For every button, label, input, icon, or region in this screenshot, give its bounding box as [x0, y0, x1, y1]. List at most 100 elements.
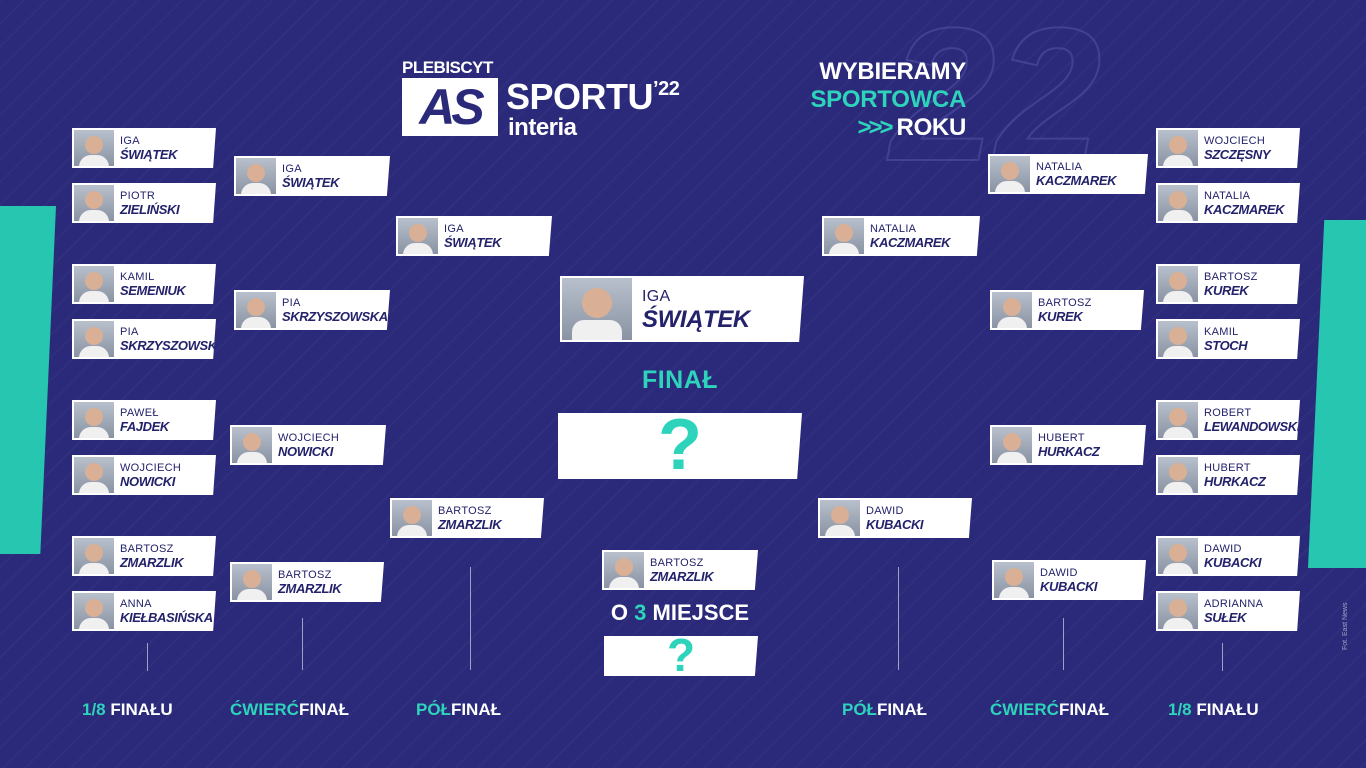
athlete-photo — [74, 321, 114, 357]
round-label-b: FINAŁU — [110, 700, 173, 719]
athlete-photo — [604, 552, 644, 588]
last-name: KUBACKI — [1040, 579, 1098, 594]
last-name: KIEŁBASIŃSKA — [120, 610, 213, 625]
last-name: SKRZYSZOWSKA — [282, 309, 388, 324]
third-label-a: O — [610, 600, 635, 625]
last-name: KUBACKI — [866, 517, 924, 532]
athlete-photo — [1158, 321, 1198, 357]
first-name: IGA — [120, 135, 140, 147]
third-place-label: O 3 MIEJSCE — [580, 600, 780, 626]
last-name: ŚWIĄTEK — [642, 306, 750, 333]
round-label-r16-right: 1/8 FINAŁU — [1168, 700, 1259, 720]
athlete-photo — [232, 564, 272, 600]
round-label-b: FINAŁ — [450, 700, 501, 719]
last-name: ŚWIĄTEK — [120, 147, 178, 162]
first-name: PIOTR — [120, 190, 156, 202]
athlete-photo — [392, 500, 432, 536]
round-label-sf-left: PÓŁFINAŁ — [416, 700, 501, 720]
first-name: IGA — [444, 223, 464, 235]
first-name: DAWID — [1040, 567, 1078, 579]
round-label-qf-left: ĆWIERĆFINAŁ — [230, 700, 349, 720]
divider-line — [1063, 618, 1064, 670]
first-name: BARTOSZ — [120, 543, 174, 555]
athlete-photo — [1158, 593, 1198, 629]
athlete-photo — [236, 158, 276, 194]
athlete-photo — [74, 593, 114, 629]
athlete-photo — [994, 562, 1034, 598]
first-name: IGA — [642, 288, 671, 305]
last-name: STOCH — [1204, 338, 1248, 353]
first-name: BARTOSZ — [1204, 271, 1258, 283]
round-label-b: FINAŁU — [1196, 700, 1259, 719]
athlete-photo — [1158, 538, 1198, 574]
divider-line — [1222, 643, 1223, 671]
round-label-a: 1/8 — [82, 700, 111, 719]
chevrons-icon: >>> — [857, 114, 893, 141]
athlete-photo — [74, 185, 114, 221]
round-label-a: 1/8 — [1168, 700, 1197, 719]
divider-line — [470, 567, 471, 670]
first-name: DAWID — [1204, 543, 1242, 555]
athlete-photo — [1158, 185, 1198, 221]
last-name: ZMARZLIK — [438, 517, 502, 532]
first-name: HUBERT — [1038, 432, 1085, 444]
question-mark-icon: ? — [666, 629, 696, 681]
third-unknown-box[interactable] — [604, 636, 758, 676]
first-name: DAWID — [866, 505, 904, 517]
slogan-line3-text: ROKU — [896, 114, 967, 141]
athlete-photo — [820, 500, 860, 536]
last-name: ZMARZLIK — [278, 581, 342, 596]
round-label-b: FINAŁ — [1058, 700, 1109, 719]
round-label-b: FINAŁ — [876, 700, 927, 719]
logo-sportu-text: SPORTU — [506, 76, 654, 117]
round-label-sf-right: PÓŁFINAŁ — [842, 700, 927, 720]
first-name: KAMIL — [120, 271, 155, 283]
logo-year: ’22 — [653, 78, 680, 100]
athlete-photo — [74, 457, 114, 493]
first-name: NATALIA — [1036, 161, 1083, 173]
first-name: KAMIL — [1204, 326, 1239, 338]
first-name: WOJCIECH — [1204, 135, 1266, 147]
round-label-a: PÓŁ — [416, 700, 451, 719]
last-name: KACZMAREK — [1204, 202, 1285, 217]
last-name: SEMENIUK — [120, 283, 186, 298]
athlete-photo — [398, 218, 438, 254]
slogan: WYBIERAMY SPORTOWCA >>>ROKU — [760, 58, 966, 142]
athlete-photo — [992, 292, 1032, 328]
athlete-photo — [232, 427, 272, 463]
first-name: BARTOSZ — [438, 505, 492, 517]
slogan-line1: WYBIERAMY — [819, 58, 966, 85]
final-unknown-box[interactable] — [558, 413, 802, 479]
last-name: ZMARZLIK — [650, 569, 714, 584]
